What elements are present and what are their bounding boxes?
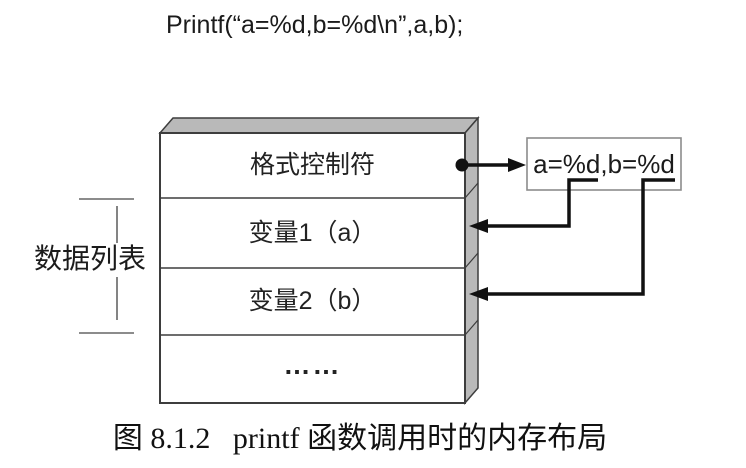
format-string-box [526, 137, 682, 191]
printf-code-line: Printf(“a=%d,b=%d\n”,a,b); [166, 11, 464, 39]
format-string-box-text: a=%d,b=%d [533, 149, 675, 179]
memory-row-variable1: 变量1（a） [248, 219, 377, 247]
side-shelf-diagonal-1 [464, 182, 479, 199]
arrow-to-var1 [487, 178, 598, 228]
memory-row-variable2: 变量2（b） [248, 287, 377, 315]
arrow-to-var1-head [469, 219, 488, 233]
memory-row-format-control: 格式控制符 [249, 151, 375, 179]
arrow-to-format-string-head [508, 158, 526, 172]
arrow-to-var2 [487, 178, 675, 296]
pointer-dot [455, 158, 469, 172]
memory-box-top-face [158, 117, 480, 134]
memory-row-ellipsis: …… [283, 350, 342, 380]
side-shelf-diagonal-3 [464, 319, 479, 336]
side-shelf-diagonal-2 [464, 252, 479, 269]
arrow-to-var2-head [469, 287, 488, 301]
data-list-label: 数据列表 [33, 243, 146, 274]
figure-caption: 图 8.1.2 printf 函数调用时的内存布局 [112, 422, 608, 455]
